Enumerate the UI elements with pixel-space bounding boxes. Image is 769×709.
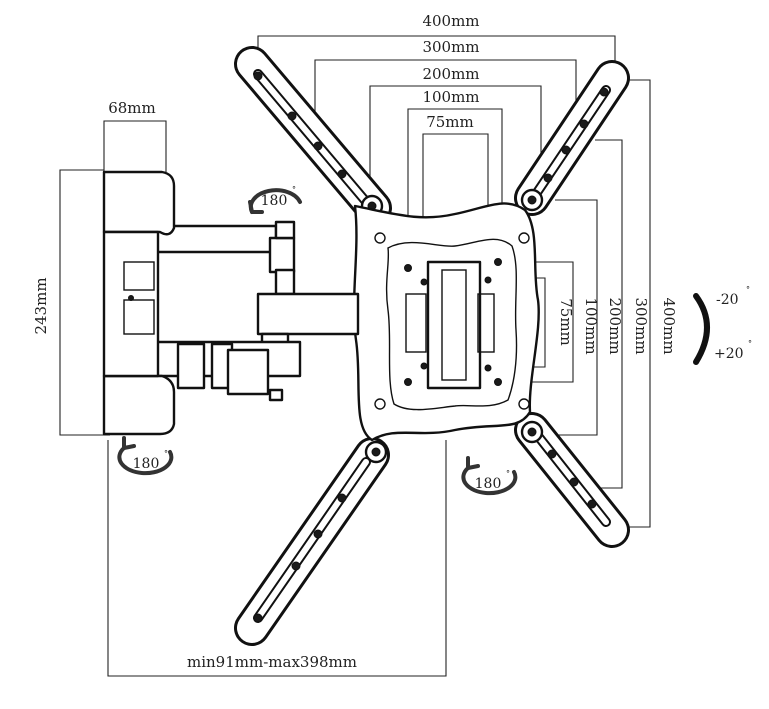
label-height-200: 200mm: [606, 297, 624, 354]
dimension-labels: 400mm 300mm 200mm 100mm 75mm 400mm 300mm…: [32, 12, 752, 671]
slot-right: [477, 293, 495, 353]
label-width-100: 100mm: [422, 88, 479, 106]
label-height-75: 75mm: [557, 298, 575, 346]
vesa-plate: [234, 46, 630, 646]
label-height-100: 100mm: [582, 297, 600, 354]
label-width-200: 200mm: [422, 65, 479, 83]
arm-bottom-left: [234, 437, 390, 646]
arm-clamp-1: [176, 342, 206, 390]
label-tilt-down: +20: [714, 346, 744, 362]
dim-extension: [107, 440, 447, 677]
degree-tilt-down: °: [748, 339, 752, 348]
label-swivel-plate: 180: [475, 476, 502, 492]
rotate-180-icon: [461, 456, 518, 496]
center-slot: [441, 269, 467, 381]
dim-width-75: [422, 133, 489, 258]
dim-wall-width: [103, 120, 167, 172]
dim-width-300: [314, 59, 577, 112]
label-tilt-up: -20: [716, 292, 739, 308]
label-height-400: 400mm: [660, 297, 678, 354]
tilt-bracket-icon: [693, 293, 710, 365]
label-wall-width: 68mm: [108, 99, 156, 117]
arm-holes: [253, 71, 609, 623]
arm-foot: [268, 388, 284, 402]
label-height-300: 300mm: [632, 297, 650, 354]
wall-slot-upper: [123, 261, 155, 291]
arm-clamp-3: [226, 348, 270, 396]
dim-height-200: [545, 199, 598, 436]
label-swivel-top: 180: [261, 193, 288, 209]
rotate-180-icon: [248, 188, 302, 214]
dim-width-100: [407, 108, 503, 255]
slot-left: [405, 293, 427, 353]
label-extension: min91mm-max398mm: [187, 653, 357, 671]
arm-top-left: [234, 46, 392, 226]
dim-height-300: [595, 139, 623, 489]
wall-slot-lower: [123, 299, 155, 335]
dimension-lines: [59, 35, 651, 677]
dim-wall-height: [59, 169, 110, 436]
rotate-180-icon: [117, 436, 174, 476]
arm-joint-cap: [274, 220, 296, 240]
dim-width-200: [369, 85, 542, 188]
label-swivel-wall: 180: [133, 456, 160, 472]
degree-tilt-up: °: [746, 285, 750, 294]
dim-height-400: [625, 79, 651, 528]
wall-plate: [102, 170, 176, 436]
arm-bolts: [360, 188, 544, 464]
label-width-300: 300mm: [422, 38, 479, 56]
degree-swivel-top: °: [292, 185, 296, 194]
degree-swivel-plate: °: [506, 469, 510, 478]
center-plate-inner: [385, 238, 518, 411]
arm-joint-stem: [274, 268, 296, 296]
label-width-75: 75mm: [426, 113, 474, 131]
dim-height-100: [500, 261, 574, 383]
wall-plate-upper: [102, 170, 176, 236]
wall-plate-spine: [102, 230, 160, 378]
label-width-400: 400mm: [422, 12, 479, 30]
label-wall-height: 243mm: [32, 277, 50, 334]
degree-swivel-wall: °: [164, 449, 168, 458]
arm-middle-link: [256, 292, 360, 336]
wall-plate-lower: [102, 374, 176, 436]
arm-joint-top: [268, 236, 296, 274]
